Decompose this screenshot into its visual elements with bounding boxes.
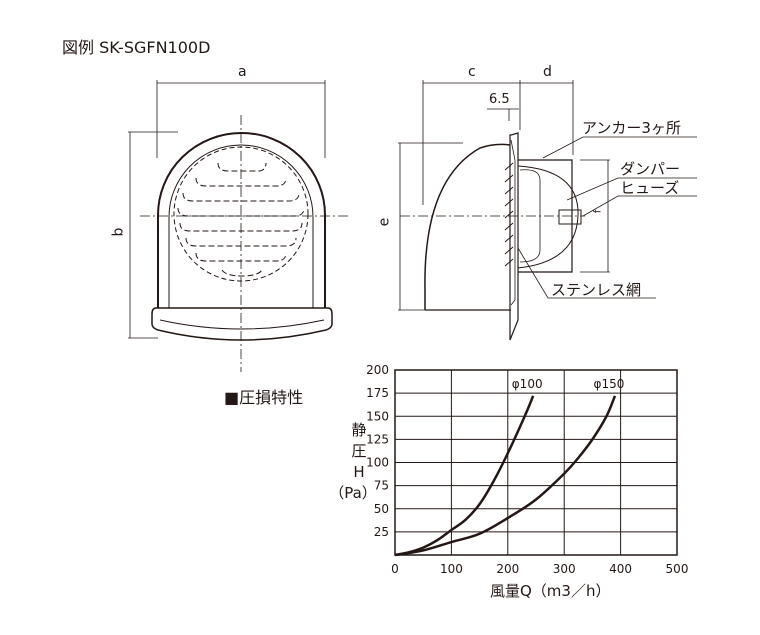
- callout-mesh: ステンレス網: [551, 281, 642, 299]
- y-tick-label: 175: [366, 386, 389, 400]
- x-tick-label: 0: [391, 562, 399, 576]
- callout-anchor: アンカー3ヶ所: [582, 119, 681, 137]
- dim-c: c: [468, 64, 476, 80]
- x-tick-label: 100: [440, 562, 463, 576]
- dim-a: a: [238, 64, 247, 80]
- callout-fuse: ヒューズ: [620, 179, 680, 197]
- y-axis-label: 静 圧 H （Pa）: [329, 420, 378, 504]
- y-tick-label: 200: [366, 363, 389, 377]
- y-label-line: H: [353, 463, 365, 481]
- y-tick-label: 150: [366, 409, 389, 423]
- plot-frame: [394, 369, 678, 556]
- section-title: ■圧損特性: [224, 388, 304, 407]
- callout-damper: ダンパー: [620, 160, 681, 178]
- y-tick-label: 100: [366, 456, 389, 470]
- x-tick-label: 500: [666, 562, 689, 576]
- y-label-line: 静: [351, 421, 367, 439]
- series-label: φ150: [594, 377, 625, 391]
- y-tick-label: 75: [374, 479, 389, 493]
- y-tick-label: 25: [374, 525, 389, 539]
- y-label-line: 圧: [351, 442, 367, 460]
- dim-offset: 6.5: [489, 92, 510, 107]
- side-view: [398, 80, 697, 341]
- series-label: φ100: [512, 377, 543, 391]
- series-line: [394, 395, 617, 557]
- x-tick-label: 200: [496, 562, 519, 576]
- x-tick-label: 400: [609, 562, 632, 576]
- y-tick-label: 50: [374, 502, 389, 516]
- x-axis-label: 風量Q（m3／h）: [490, 582, 611, 600]
- series-line: [394, 395, 535, 557]
- y-tick-label: 125: [366, 432, 389, 446]
- x-tick-label: 300: [553, 562, 576, 576]
- y-label-line: （Pa）: [329, 484, 377, 502]
- front-view: [128, 80, 348, 372]
- figure-title: 図例 SK-SGFN100D: [62, 38, 211, 57]
- dim-d: d: [543, 64, 552, 80]
